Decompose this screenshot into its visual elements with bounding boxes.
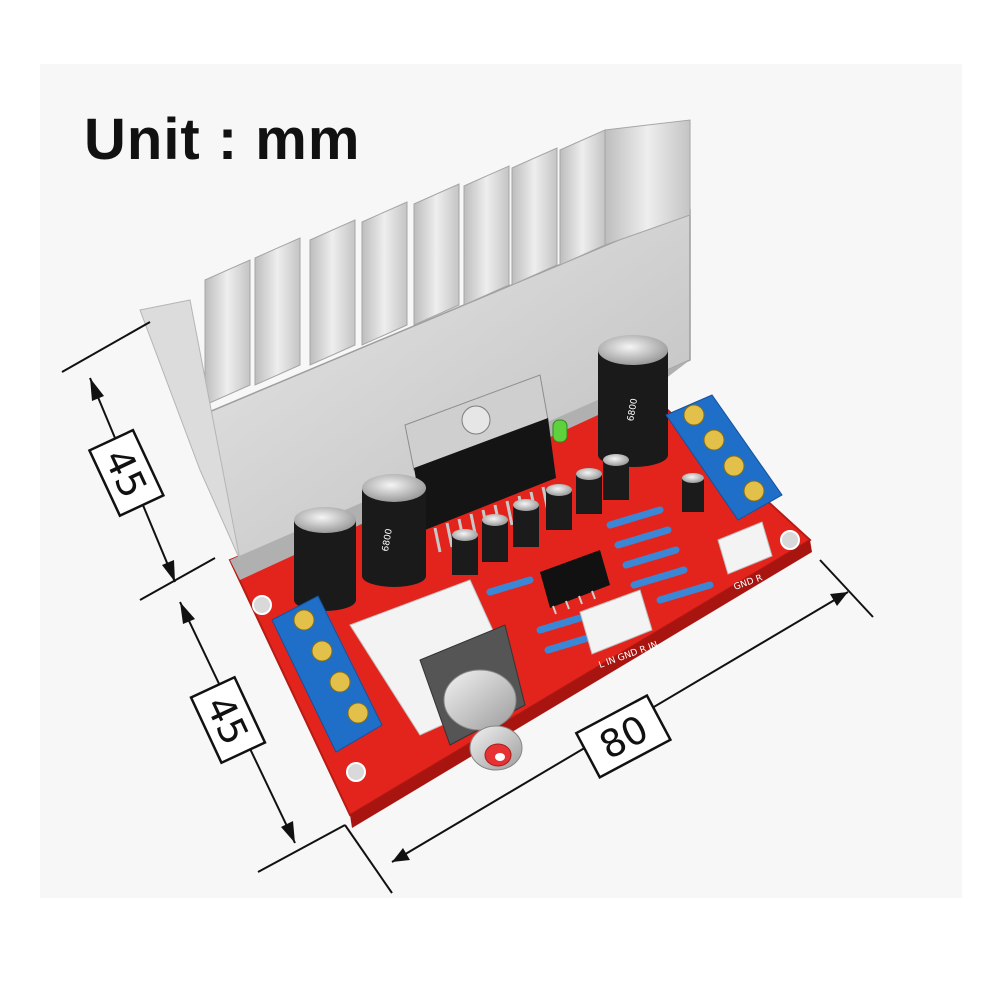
dimension-label-left-lower: 45: [189, 675, 267, 765]
pcb-board: [228, 390, 812, 828]
led-icon: [552, 419, 568, 443]
speaker-terminal-left: [271, 595, 383, 753]
terminal-screw-icon: [723, 455, 745, 477]
rca-jack: [349, 579, 526, 771]
speaker-terminal-right: [665, 394, 783, 521]
resistors: [486, 506, 714, 654]
terminal-screw-icon: [293, 609, 315, 631]
dimension-label-bottom: 80: [574, 693, 673, 779]
heatsink-fins: [204, 119, 691, 406]
mounting-hole: [346, 762, 366, 782]
terminal-screw-icon: [311, 640, 333, 662]
capacitor-label: 6800: [626, 398, 640, 423]
terminal-screw-icon: [347, 702, 369, 724]
terminal-screw-icon: [743, 480, 765, 502]
terminal-screw-icon: [329, 671, 351, 693]
capacitor: [294, 507, 356, 611]
preamp-chip: [540, 550, 610, 615]
mounting-hole: [252, 595, 272, 615]
unit-title: Unit : mm: [84, 107, 361, 172]
capacitor-label: 6800: [381, 528, 395, 553]
dimension-label-left-upper: 45: [87, 428, 166, 518]
mounting-hole: [780, 530, 800, 550]
terminal-screw-icon: [703, 429, 725, 451]
terminal-screw-icon: [683, 404, 705, 426]
small-capacitors: [452, 454, 704, 575]
screw-icon: [461, 405, 491, 435]
capacitor: 6800: [362, 474, 426, 587]
capacitor: 6800: [598, 335, 668, 467]
